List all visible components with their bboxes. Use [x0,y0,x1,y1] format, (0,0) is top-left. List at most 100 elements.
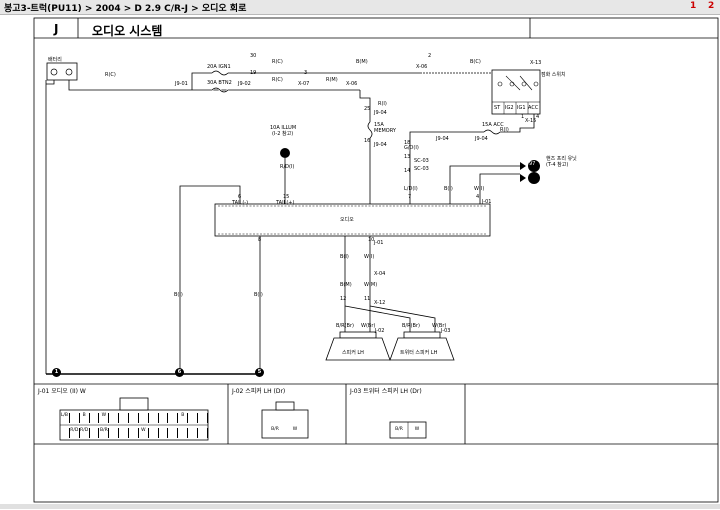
audio-pin-10: 10 [368,237,375,243]
legend-j02: J-02 스피커 LH (Dr) [232,388,286,395]
audio-unit-label: 오디오 [340,217,354,223]
illum-node: 90 [280,136,287,142]
j01-pin-cell [129,428,139,438]
audio-pin-6: 6 [238,194,242,200]
wire-rm: R(M) [326,77,338,83]
j01-pin-cell [188,428,199,438]
j01-pin-cell [119,428,130,438]
ground-node-1: 1 [52,368,61,377]
audio-pin-8: 8 [258,237,262,243]
j01-pin-cell [139,413,149,423]
conn-x15: X-15 [525,118,537,124]
audio-pin-15: 15 [283,194,290,200]
j01-pin-cell [178,428,189,438]
ign-term-ig2: IG2 [505,105,514,111]
conn-x12: X-12 [374,300,386,306]
j01-pin-cell [159,413,169,423]
wire-gdi: G/D(I) [404,145,419,151]
conn-j103: J-03 [441,328,451,334]
j01-pin-cell: L/B [60,413,70,423]
page-number-1[interactable]: 1 [690,1,697,11]
pin-18: 18 [404,140,411,146]
j01-pin-cell [60,428,70,438]
wire-spk-wr1: W(Br) [361,323,376,329]
acc-pin-4: 4 [536,114,540,120]
ign-term-st: ST [494,105,501,111]
diagram-lines [33,17,719,503]
speaker-lh-label: 스피커 LH [342,350,364,356]
wire-r1: R(I) [378,101,387,107]
conn-j904c: J9-04 [436,136,449,142]
j01-pin-cell [129,413,139,423]
wire-spk-br2: B/R(Br) [402,323,420,329]
ign-switch-label: 점화 스위치 [541,72,566,78]
conn-j901: J9-01 [175,81,188,87]
j01-pin-cell [198,413,208,423]
wire-spk-br1: B/R(Br) [336,323,354,329]
j01-pin-cell: B [178,413,189,423]
j01-pin-cell [188,413,199,423]
pin-25: 25 [364,106,371,112]
ign-term-acc: ACC [528,105,539,111]
wire-rc2: R(C) [272,77,283,83]
conn-x04: X-04 [374,271,386,277]
j01-pin-cell [109,428,120,438]
ign-term-ig1: IG1 [517,105,526,111]
remote-node-1: 96 [529,149,536,155]
wire-spk-wi: W(I) [364,254,375,260]
j01-pin-cell: W [99,413,110,423]
fuse-memory-a: 15A [374,122,384,128]
wire-rdi: R/D(I) [280,164,295,170]
tail-plus: TAIL(+) [276,200,295,206]
wire-r2: R(I) [500,127,509,133]
conn-j102: J-02 [375,328,385,334]
j01-pin-cell [168,428,179,438]
j01-pin-cell: B/R [99,428,110,438]
wire-bi: B(I) [444,186,453,192]
j01-pin-cell [70,413,80,423]
j01-pin-cell: R/D [80,428,90,438]
wire-rc1: R(C) [272,59,283,65]
j01-pin-cell [168,413,179,423]
conn-j904d: J9-04 [475,136,488,142]
j01-pin-cell [149,413,159,423]
pin-30: 30 [250,53,257,59]
ground-node-5: 5 [255,368,264,377]
j01-pin-cell: B [80,413,90,423]
j01-pin-cell: R/D [70,428,80,438]
tail-minus: TAIL(-) [232,200,249,206]
j02-pin-w: W [292,427,298,432]
pin-12: 12 [340,296,347,302]
breadcrumb[interactable]: 봉고3-트럭(PU11) > 2004 > D 2.9 C/R-J > 오디오 … [4,4,247,14]
illum-label-a: 10A ILLUM [270,125,297,131]
j01-pin-cell [90,413,100,423]
conn-x07: X-07 [298,81,310,87]
legend-j01: J-01 오디오 (II) W [38,388,86,395]
ign-pin-1: 1 [521,114,525,120]
tweeter-lh-label: 트위터 스피커 LH [400,350,438,356]
j02-pin-br: B/R [271,427,279,432]
conn-x13: X-13 [530,60,542,66]
wire-spk-bm: B(M) [340,282,352,288]
conn-x06b: X-06 [416,64,428,70]
pin-16: 16 [364,138,371,144]
pin-11: 11 [364,296,371,302]
fuse-btn2-label: 30A BTN2 [207,80,232,86]
conn-j904a: J9-04 [374,110,387,116]
pin-2: 2 [428,53,432,59]
bottom-scrollbar[interactable] [0,504,720,509]
j03-pin-br: B/R [395,427,403,432]
j03-pin-w: W [414,427,420,432]
section-code: J [54,22,59,36]
conn-j902: J9-02 [238,81,251,87]
wire-bm: B(M) [356,59,368,65]
wire-bat: R(C) [105,72,116,78]
top-bar: 봉고3-트럭(PU11) > 2004 > D 2.9 C/R-J > 오디오 … [0,0,720,15]
wire-bi-g1: B(I) [174,292,183,298]
remote-label-b: (T-4 참고) [546,162,569,168]
j01-pin-cell: W [139,428,149,438]
page-number-2[interactable]: 2 [708,1,715,11]
pin-3: 3 [304,70,308,76]
